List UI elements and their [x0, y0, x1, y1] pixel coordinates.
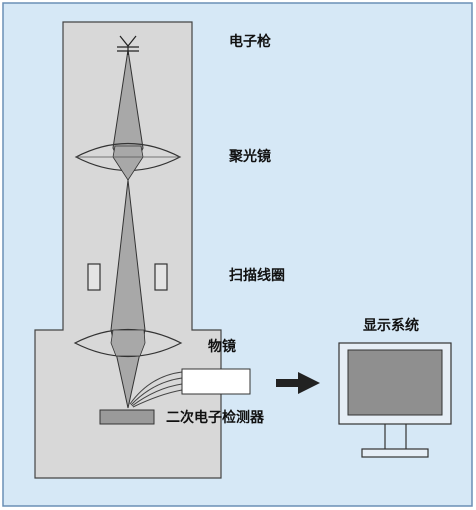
secondary-electron-paths — [129, 371, 183, 408]
label-electron-gun: 电子枪 — [229, 34, 271, 50]
display-monitor — [338, 342, 452, 458]
objective-lens — [73, 329, 183, 357]
secondary-electron-detector — [181, 368, 251, 395]
signal-arrow-icon — [276, 372, 320, 394]
electron-gun-icon — [117, 35, 139, 55]
scan-coil-right — [154, 263, 168, 291]
label-scan-coils: 扫描线圈 — [229, 268, 285, 284]
objective-lens-beam-overlay — [110, 329, 146, 357]
label-condenser-lens: 聚光镜 — [229, 149, 271, 165]
label-display-system: 显示系统 — [363, 318, 419, 334]
condenser-lens-beam-overlay — [112, 145, 144, 181]
sample-stage — [99, 409, 155, 425]
scan-coil-left — [87, 263, 101, 291]
monitor-stand-base — [361, 448, 429, 458]
monitor-screen — [347, 349, 443, 416]
label-objective-lens: 物镜 — [208, 339, 236, 355]
label-secondary-electron-detector: 二次电子检测器 — [166, 410, 264, 426]
